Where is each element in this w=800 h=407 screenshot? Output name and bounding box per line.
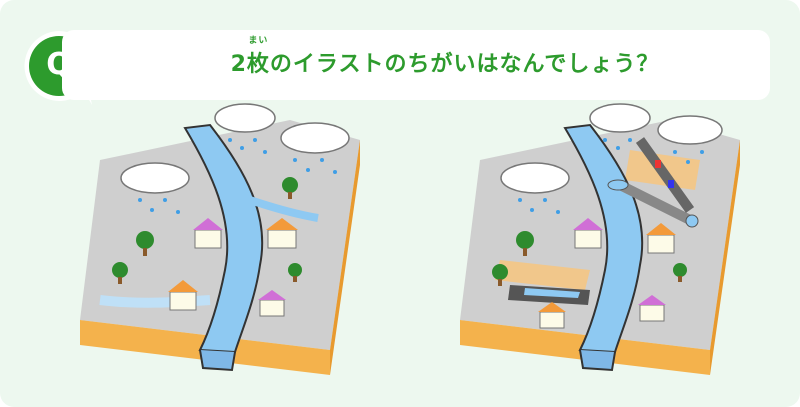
question-furigana: まい bbox=[248, 36, 269, 46]
cloud-icon bbox=[500, 103, 723, 194]
highway-icon bbox=[635, 137, 695, 213]
cloud-icon bbox=[120, 103, 350, 194]
car-icon bbox=[655, 160, 674, 188]
rain-icon bbox=[518, 138, 704, 214]
question-suffix: のイラストのちがいはなんでしょう？ bbox=[269, 52, 660, 77]
house-icon bbox=[168, 218, 298, 317]
question-kanji: 枚 bbox=[246, 52, 270, 77]
rain-icon bbox=[138, 138, 337, 214]
retention-basin-icon bbox=[508, 285, 590, 305]
tree-icon bbox=[112, 177, 302, 284]
illustration-right bbox=[440, 100, 760, 380]
house-icon bbox=[538, 218, 676, 329]
question-prefix: 2 bbox=[230, 52, 247, 77]
drainage-tunnel-icon bbox=[607, 179, 699, 228]
river-icon bbox=[99, 123, 319, 372]
tree-icon bbox=[492, 231, 687, 286]
illustration-left bbox=[60, 100, 380, 380]
question-kanji-with-ruby: まい枚 bbox=[246, 36, 270, 82]
